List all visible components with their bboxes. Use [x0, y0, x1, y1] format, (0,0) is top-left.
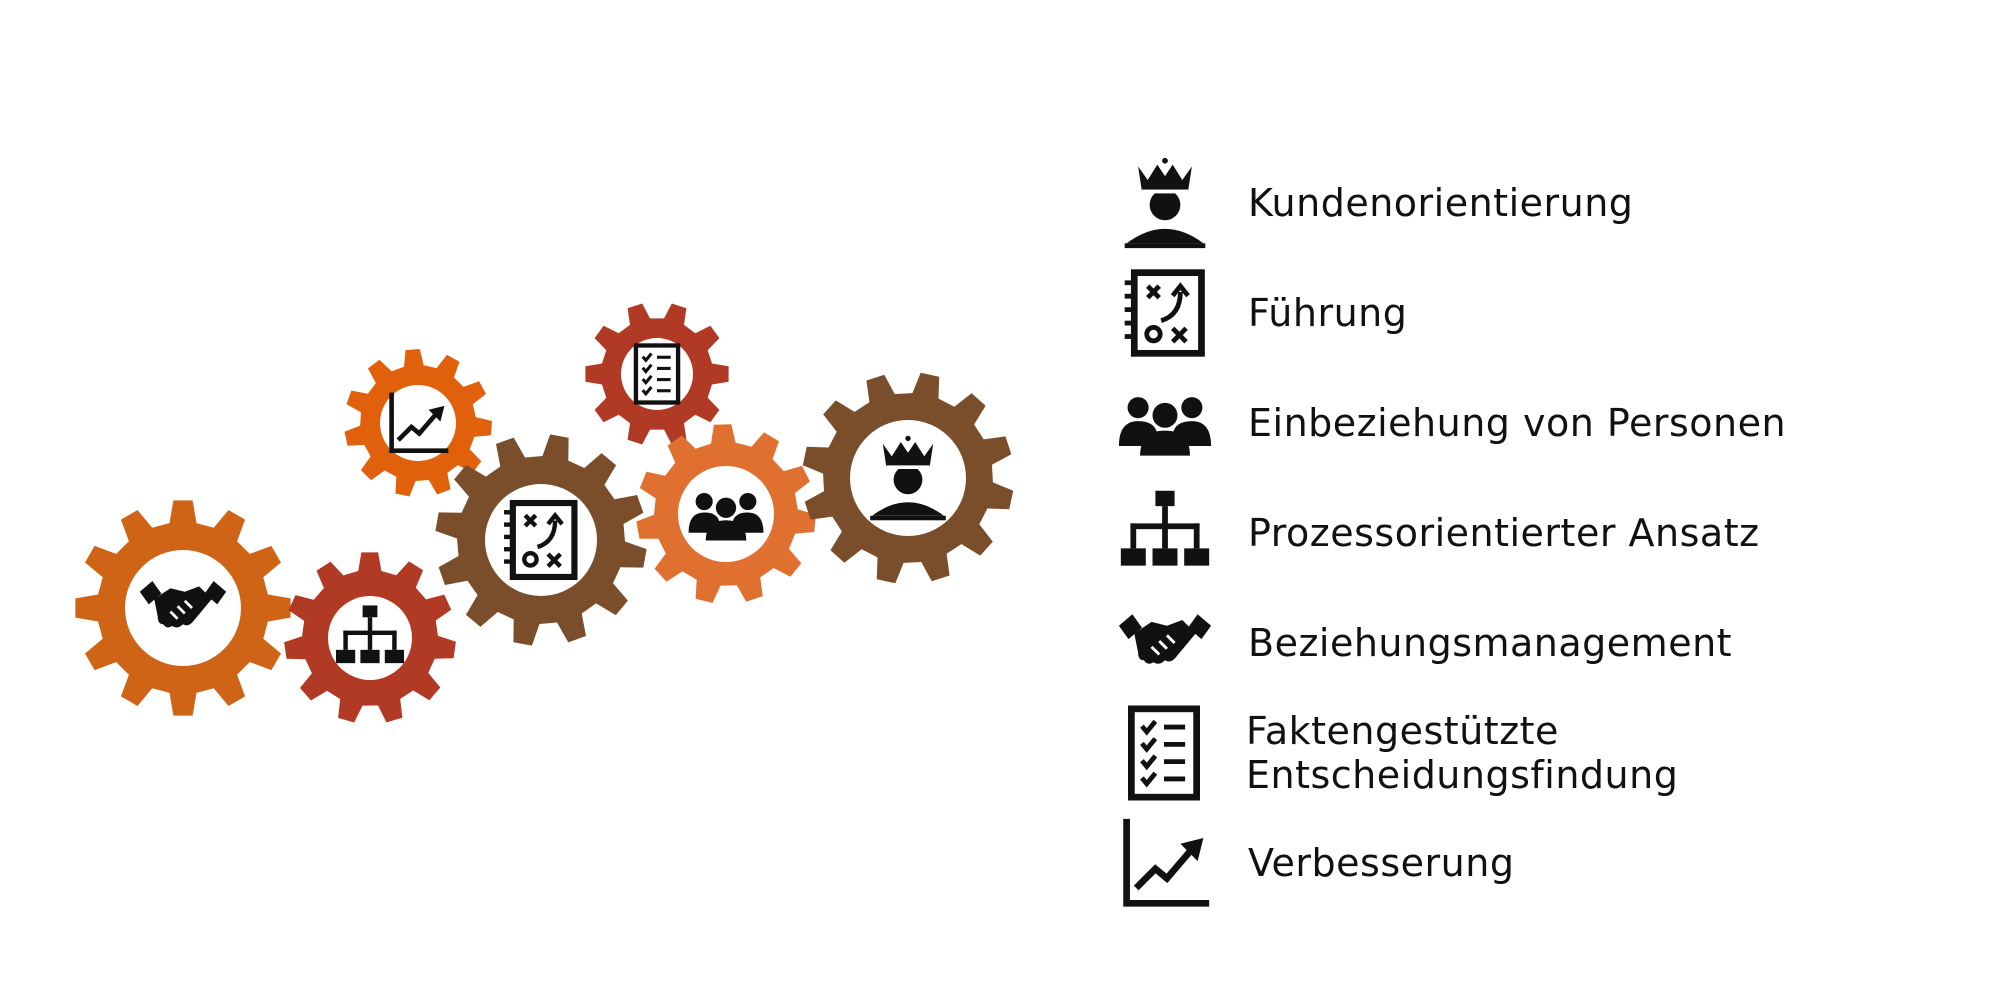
legend-item: Beziehungsmanagement — [1110, 588, 1990, 698]
hierarchy-icon — [1110, 483, 1220, 583]
gear — [585, 303, 729, 445]
gear — [284, 552, 456, 723]
legend-item: Kundenorientierung — [1110, 148, 1990, 258]
gears-illustration — [75, 303, 1014, 723]
legend: Kundenorientierung Führung Einbeziehung … — [1110, 148, 1990, 918]
gear — [802, 372, 1014, 584]
legend-label: Prozessorientierter Ansatz — [1248, 511, 1760, 555]
gear — [636, 424, 816, 603]
legend-item: Führung — [1110, 258, 1990, 368]
gear — [75, 500, 291, 716]
customer-icon — [1110, 153, 1220, 253]
gear-hub — [621, 338, 693, 410]
chart-icon — [1110, 813, 1220, 913]
legend-label: Kundenorientierung — [1248, 181, 1634, 225]
legend-label: Faktengestützte Entscheidungsfindung — [1245, 709, 1679, 797]
strategy-icon — [1110, 263, 1220, 363]
legend-item: Einbeziehung von Personen — [1110, 368, 1990, 478]
legend-label: Beziehungsmanagement — [1248, 621, 1733, 665]
handshake-icon — [1110, 593, 1220, 693]
legend-label: Einbeziehung von Personen — [1248, 401, 1787, 445]
team-icon — [1110, 373, 1220, 473]
gear — [435, 434, 647, 646]
gear — [344, 349, 492, 497]
gear-hub — [380, 385, 456, 461]
checklist-icon — [1110, 703, 1218, 803]
legend-label: Führung — [1248, 291, 1408, 335]
legend-item: Verbesserung — [1110, 808, 1990, 918]
legend-item: Faktengestützte Entscheidungsfindung — [1110, 698, 1990, 808]
legend-label: Verbesserung — [1248, 841, 1515, 885]
legend-item: Prozessorientierter Ansatz — [1110, 478, 1990, 588]
